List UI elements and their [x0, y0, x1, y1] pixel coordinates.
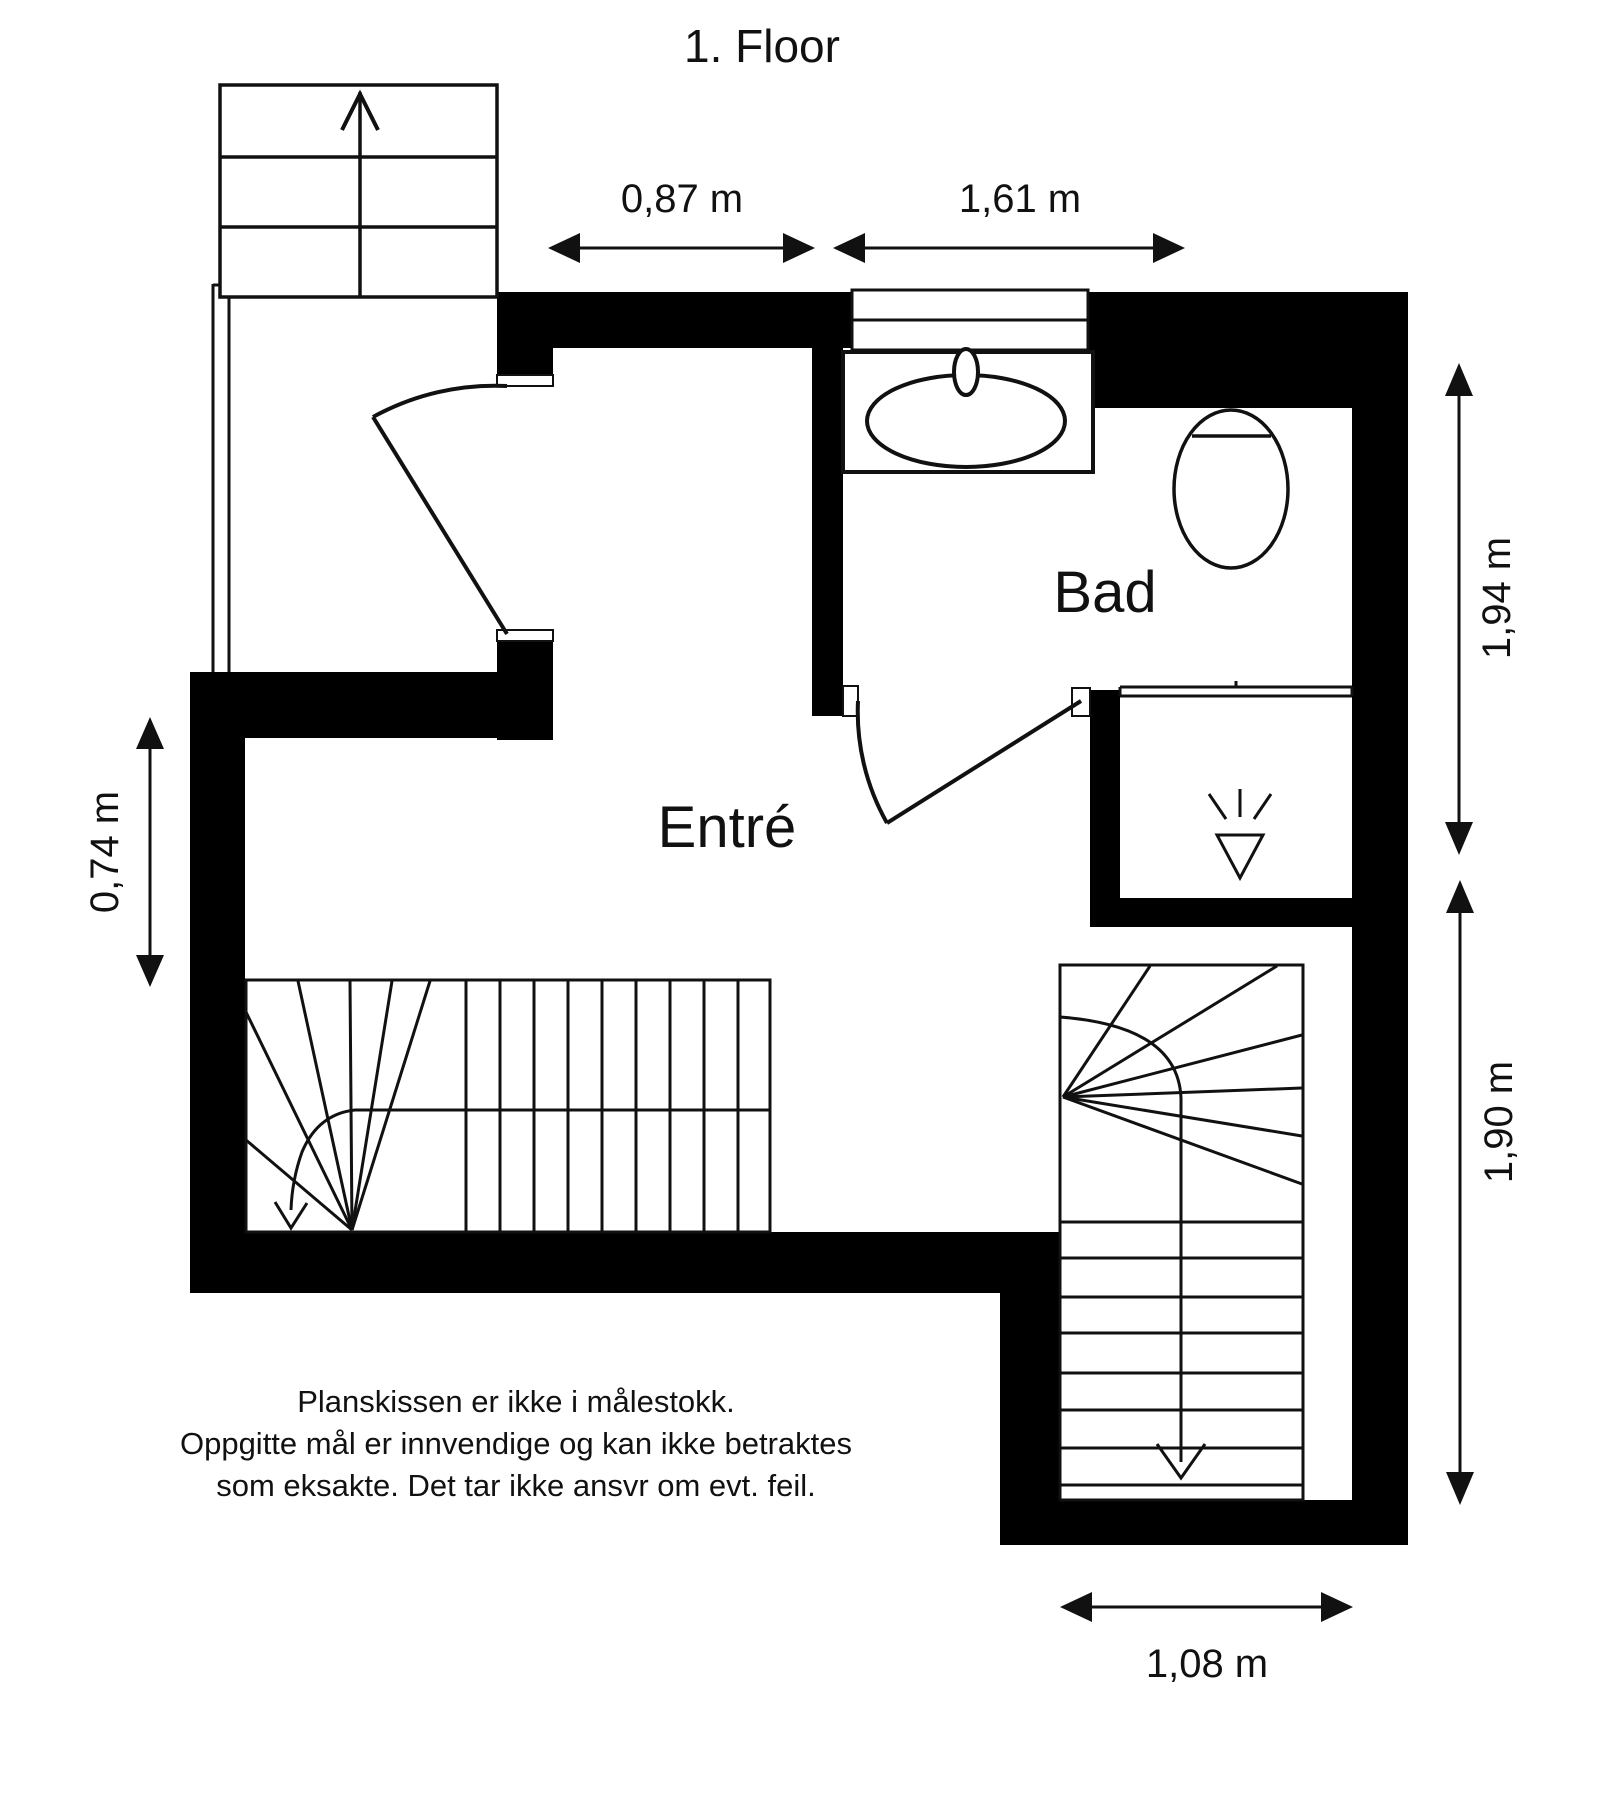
- dim-label-stairwidth: 1,08 m: [1146, 1642, 1268, 1686]
- arrowhead-icon: [1321, 1592, 1353, 1622]
- winder-fan-line: [244, 1011, 354, 1231]
- stair-lr-fan-line: [1062, 1086, 1303, 1099]
- arrowhead-icon: [1445, 363, 1473, 396]
- downlight-ray: [1207, 793, 1228, 820]
- door-a-top-jamb: [496, 374, 554, 387]
- dim-label-bathwidth: 1,61 m: [959, 177, 1081, 221]
- wall-bottom-band: [1000, 1500, 1408, 1545]
- dim-label-bathdepth: 1,94 m: [1475, 537, 1519, 659]
- dimension-arrowheads: [136, 233, 1474, 1622]
- wall-closet-left-stub: [1090, 690, 1120, 898]
- arrowhead-icon: [136, 955, 164, 987]
- stair-lr-walkline: [1059, 1015, 1183, 1462]
- stair-lr-fan-line: [1062, 1033, 1303, 1099]
- arrowhead-icon: [1445, 822, 1473, 855]
- stair-lr-outline: [1058, 963, 1305, 1502]
- sink: [841, 347, 1095, 474]
- stairs-lower-right: [1058, 963, 1305, 1502]
- arrowhead-icon: [548, 233, 580, 263]
- walls: [190, 292, 1408, 1545]
- arrowhead-icon: [136, 717, 164, 749]
- door-a-leaf: [371, 415, 509, 636]
- dim-label-corridor: 0,87 m: [621, 177, 743, 221]
- stairs-winder: [244, 978, 772, 1234]
- winder-outline: [244, 978, 772, 1234]
- wall-stair-left: [1000, 1232, 1060, 1545]
- bathroom-fixtures: [841, 288, 1290, 882]
- door-jambs: [496, 374, 1091, 717]
- wall-left-outer: [190, 672, 245, 1293]
- dimension-lines: [148, 246, 1462, 1609]
- door-b-swing-arc: [855, 700, 889, 824]
- sink-faucet: [952, 347, 980, 397]
- downlight-icon: [1207, 789, 1273, 882]
- arrowhead-icon: [1446, 880, 1474, 913]
- wall-band-under-room: [190, 672, 553, 738]
- wall-stub-above-door-a: [497, 292, 553, 377]
- dim-label-stairdepth: 1,90 m: [1477, 1061, 1521, 1183]
- disclaimer: Planskissen er ikke i målestokk. Oppgitt…: [180, 1384, 852, 1503]
- stair-lr-down-arrow-icon: [1155, 1443, 1207, 1481]
- arrowhead-icon: [833, 233, 865, 263]
- disclaimer-line-2: Oppgitte mål er innvendige og kan ikke b…: [180, 1426, 852, 1461]
- door-b-leaf: [885, 699, 1083, 825]
- winder-walkline: [289, 1108, 770, 1211]
- winder-fan-line: [245, 1138, 353, 1232]
- winder-fan-line: [350, 980, 394, 1231]
- door-a-bottom-jamb: [496, 629, 554, 642]
- disclaimer-line-1: Planskissen er ikke i målestokk.: [297, 1384, 735, 1419]
- disclaimer-line-3: som eksakte. Det tar ikke ansvr om evt. …: [216, 1468, 816, 1503]
- up-arrow-icon: [340, 89, 380, 131]
- toilet: [1172, 408, 1290, 570]
- downlight-triangle: [1214, 833, 1266, 882]
- room-label-entrance: Entré: [658, 795, 797, 860]
- arrowhead-icon: [1446, 1472, 1474, 1505]
- toilet-bowl: [1172, 408, 1290, 570]
- doors: [371, 383, 1083, 825]
- wall-bathroom-left: [812, 348, 843, 716]
- dim-label-leftwall: 0,74 m: [83, 791, 127, 913]
- downlight-ray: [1252, 793, 1273, 820]
- room-label-bathroom: Bad: [1053, 560, 1156, 625]
- stair-lr-fan-line: [1062, 964, 1278, 1099]
- plan-title: 1. Floor: [684, 20, 840, 72]
- wall-entre-bottom: [190, 1232, 1060, 1293]
- arrowhead-icon: [783, 233, 815, 263]
- arrowhead-icon: [1060, 1592, 1092, 1622]
- wall-closet-bottom: [1090, 898, 1408, 927]
- winder-fan-line: [296, 980, 354, 1231]
- winder-fan-line: [348, 980, 354, 1231]
- winder-fan-line: [350, 980, 432, 1231]
- wall-top-left-segment: [497, 292, 852, 348]
- door-a-swing-arc: [372, 383, 508, 419]
- winder-walkline-down-arrow-icon: [273, 1201, 309, 1231]
- stair-lr-fan-line: [1061, 965, 1152, 1098]
- window: [850, 288, 1090, 352]
- arrowhead-icon: [1153, 233, 1185, 263]
- stairs-upper-left: [218, 83, 499, 299]
